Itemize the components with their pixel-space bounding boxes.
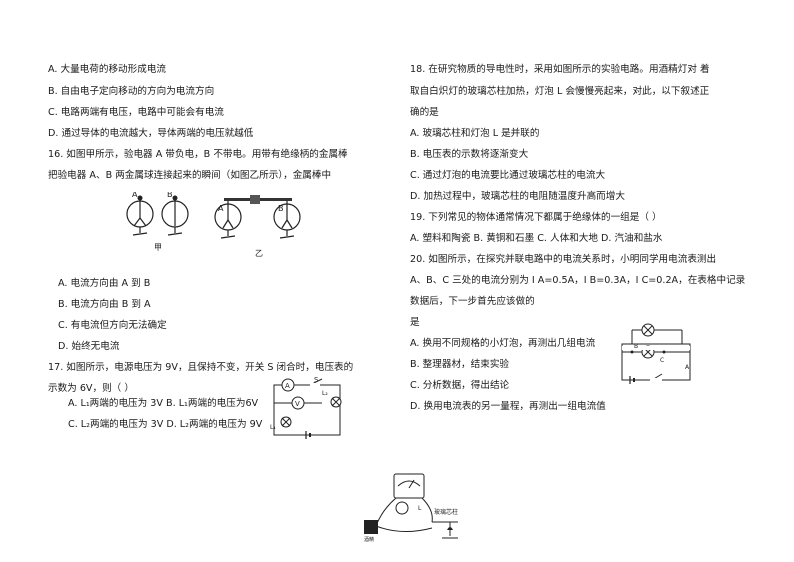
q20-label-a: A (685, 364, 690, 371)
q18-burner-label: 酒精 (364, 536, 374, 542)
q16-option-c: C. 有电流但方向无法确定 (58, 320, 167, 331)
q20-label-b: B (634, 343, 638, 350)
q15-option-a: A. 大量电荷的移动形成电流 (48, 64, 167, 75)
q18-stem-line-1: 18. 在研究物质的导电性时，采用如图所示的实验电路。用酒精灯对 着 (410, 64, 710, 75)
q17-stem-line-1: 17. 如图所示，电源电压为 9V，且保持不变，开关 S 闭合时，电压表的 (48, 362, 354, 373)
q17-stem-line-2: 示数为 6V，则（ ） (48, 383, 134, 394)
q18-option-d: D. 加热过程中，玻璃芯柱的电阻随温度升高而增大 (410, 191, 625, 202)
q20-stem-line-2: A、B、C 三处的电流分别为 I A=0.5A，I B=0.3A，I C=0.2… (410, 275, 746, 286)
q17-l1-label: L₁ (270, 424, 276, 431)
q18-glass-core-label: 玻璃芯柱 (434, 508, 458, 516)
q16-label-jia: 甲 (154, 243, 162, 252)
q20-stem-line-4: 是 (410, 317, 420, 328)
q17-switch-label: S (314, 377, 319, 384)
q16-label-a1: A (132, 192, 138, 199)
q16-stem-line-2: 把验电器 A、B 两金属球连接起来的瞬间（如图乙所示），金属棒中 (48, 170, 332, 181)
q16-label-b2: B (278, 204, 284, 213)
q20-circuit-figure: A B C (608, 320, 698, 386)
q20-stem-line-1: 20. 如图所示，在探究并联电路中的电流关系时，小明同学用电流表测出 (410, 254, 717, 265)
q17-voltmeter-label: V (295, 400, 300, 408)
q16-option-b: B. 电流方向由 B 到 A (58, 299, 151, 310)
q17-options-row-1: A. L₁两端的电压为 3V B. L₁两端的电压为6V (68, 398, 259, 409)
q20-option-c: C. 分析数据，得出结论 (410, 380, 510, 391)
q20-stem-line-3: 数据后，下一步首先应该做的 (410, 296, 535, 307)
q16-electroscope-figure: A B 甲 A B 乙 (120, 192, 320, 272)
q16-option-a: A. 电流方向由 A 到 B (58, 278, 151, 289)
q16-label-yi: 乙 (255, 249, 263, 258)
q18-lamp-label: L (418, 505, 422, 512)
q18-experiment-figure: L 玻璃芯柱 酒精 (362, 470, 474, 542)
q17-l2-label: L₂ (322, 390, 328, 397)
q15-option-c: C. 电路两端有电压，电路中可能会有电流 (48, 107, 224, 118)
q18-stem-line-3: 确的是 (410, 107, 439, 118)
q15-option-d: D. 通过导体的电流越大，导体两端的电压就越低 (48, 128, 254, 139)
q20-label-c: C (660, 357, 664, 364)
q20-option-b: B. 整理器材，结束实验 (410, 359, 510, 370)
q18-option-a: A. 玻璃芯柱和灯泡 L 是并联的 (410, 128, 540, 139)
q16-stem-line-1: 16. 如图甲所示，验电器 A 带负电，B 不带电。用带有绝缘柄的金属棒 (48, 149, 348, 160)
q17-ammeter-label: A (285, 382, 290, 390)
q20-option-d: D. 换用电流表的另一量程，再测出一组电流值 (410, 401, 606, 412)
q18-option-b: B. 电压表的示数将逐渐变大 (410, 149, 529, 160)
q17-circuit-figure: A V S L₂ L₁ (266, 377, 352, 443)
q16-label-a2: A (218, 204, 224, 213)
q16-label-b1: B (167, 192, 173, 199)
q18-option-c: C. 通过灯泡的电流要比通过玻璃芯柱的电流大 (410, 170, 606, 181)
q20-option-a: A. 换用不同规格的小灯泡，再测出几组电流 (410, 338, 596, 349)
q19-stem: 19. 下列常见的物体通常情况下都属于绝缘体的一组是（ ） (410, 212, 662, 223)
q18-stem-line-2: 取自白炽灯的玻璃芯柱加热，灯泡 L 会慢慢亮起来，对此，以下叙述正 (410, 86, 710, 97)
q15-option-b: B. 自由电子定向移动的方向为电流方向 (48, 86, 215, 97)
q17-options-row-2: C. L₂两端的电压为 3V D. L₂两端的电压为 9V (68, 419, 263, 430)
q19-options: A. 塑料和陶瓷 B. 黄铜和石墨 C. 人体和大地 D. 汽油和盐水 (410, 233, 663, 244)
q16-option-d: D. 始终无电流 (58, 341, 120, 352)
